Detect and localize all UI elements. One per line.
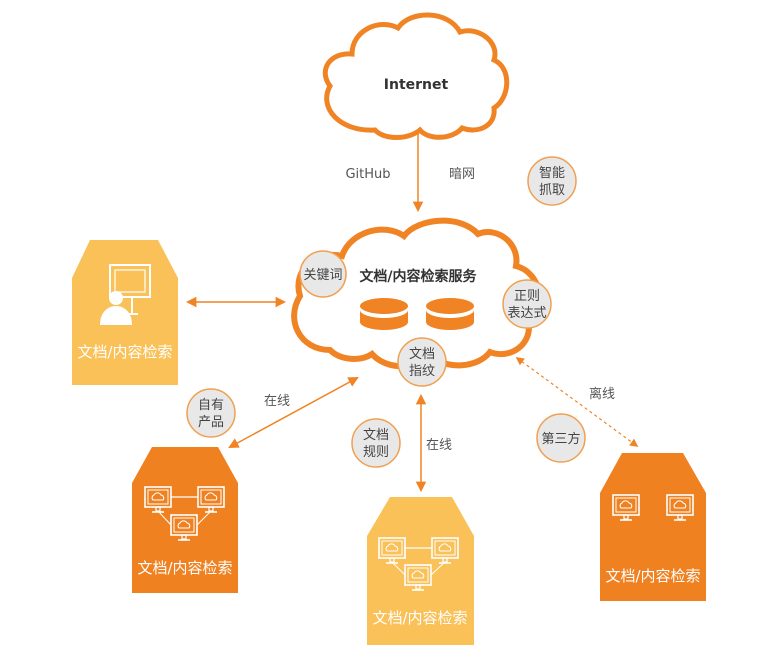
- client-bottom-right: 文档/内容检索: [600, 453, 706, 601]
- right-offline-label: 离线: [589, 386, 615, 402]
- bubble-circle: [299, 250, 347, 298]
- network-monitors-icon: [144, 486, 225, 541]
- client-top-left: 文档/内容检索: [72, 240, 178, 385]
- bubble-text: 产品: [198, 415, 224, 430]
- bubble-text: 抓取: [539, 183, 565, 198]
- bubble-text: 文档: [409, 347, 435, 362]
- shape: [114, 269, 146, 293]
- shape: [109, 291, 123, 305]
- bubble-circle: [502, 279, 552, 329]
- center-online-label: 在线: [426, 438, 452, 453]
- bubble-text: 文档: [363, 428, 389, 443]
- client-label: 文档/内容检索: [605, 567, 700, 585]
- bubble-regex: 正则 表达式: [502, 279, 552, 329]
- bubble-text: 表达式: [507, 306, 546, 321]
- database-icon: [426, 298, 474, 330]
- client-label: 文档/内容检索: [372, 609, 467, 627]
- shape: [157, 510, 172, 526]
- client-bottom-center: 文档/内容检索: [367, 497, 474, 645]
- bubble-doc-fingerprint: 文档 指纹: [397, 337, 447, 387]
- bubble-text: 智能: [539, 166, 565, 181]
- bubble-own-product: 自有 产品: [186, 388, 236, 438]
- shape: [132, 447, 238, 593]
- service-label: 文档/内容检索服务: [359, 268, 477, 285]
- bottom-right-client-arrow: [515, 357, 639, 447]
- database-icon: [360, 298, 408, 330]
- shape: [367, 497, 474, 645]
- client-bottom-left: 文档/内容检索: [132, 447, 238, 593]
- bubble-keyword: 关键词: [299, 250, 347, 298]
- shape: [109, 264, 151, 298]
- shape: [391, 561, 406, 576]
- shape: [322, 12, 510, 140]
- github-label: GitHub: [345, 167, 390, 182]
- darkweb-label: 暗网: [449, 167, 475, 182]
- left-online-label: 在线: [264, 394, 290, 409]
- bubble-circle: [527, 156, 577, 206]
- bubble-doc-rules: 文档 规则: [351, 418, 401, 468]
- internet-cloud: Internet: [322, 12, 510, 140]
- bubble-circle: [397, 337, 447, 387]
- shape: [430, 561, 446, 576]
- network-monitors-icon: [378, 537, 459, 591]
- shape: [426, 310, 474, 330]
- client-label: 文档/内容检索: [77, 343, 172, 361]
- shape: [426, 298, 474, 314]
- bubble-text: 正则: [514, 289, 540, 304]
- user-monitor-icon: [100, 264, 151, 325]
- shape: [600, 453, 706, 601]
- client-label: 文档/内容检索: [137, 559, 232, 577]
- bubble-text: 自有: [198, 398, 224, 413]
- bubble-text: 规则: [363, 445, 389, 460]
- internet-label: Internet: [384, 77, 449, 93]
- shape: [100, 306, 132, 325]
- bubble-smart-crawl: 智能 抓取: [527, 156, 577, 206]
- bubble-text: 关键词: [303, 268, 342, 283]
- bottom-left-client-arrow: [228, 376, 359, 449]
- bubble-text: 第三方: [541, 431, 580, 447]
- bubble-text: 指纹: [409, 364, 435, 379]
- shape: [360, 298, 408, 314]
- shape: [360, 310, 408, 330]
- shape: [196, 510, 212, 526]
- bubble-third-party: 第三方: [536, 413, 586, 463]
